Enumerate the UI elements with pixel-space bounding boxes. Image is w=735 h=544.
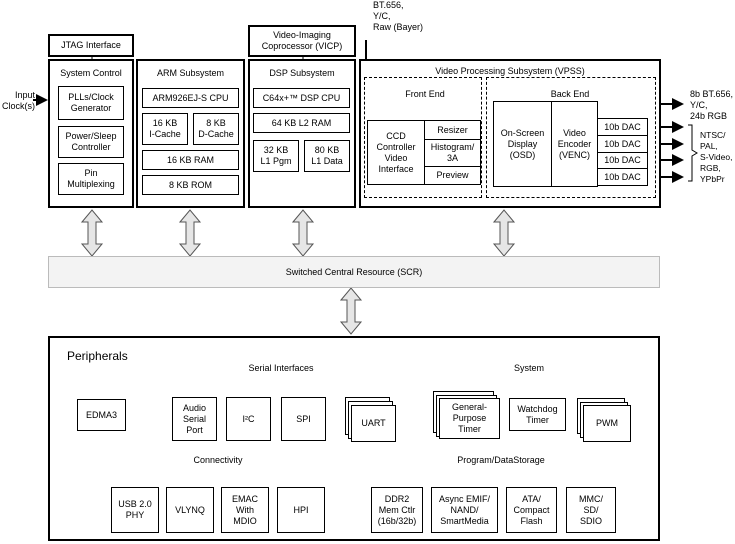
connectivity-label: Connectivity — [193, 455, 243, 465]
system-control-title: System Control — [60, 68, 122, 78]
hpi: HPI — [277, 487, 325, 533]
analog-output-brace — [688, 124, 698, 182]
usb-2-phy: USB 2.0 PHY — [111, 487, 159, 533]
dac-2: 10b DAC — [597, 135, 648, 153]
pin-multiplexing: Pin Multiplexing — [58, 163, 124, 195]
bus-arrow — [178, 209, 202, 257]
dsp-cpu: C64x+™ DSP CPU — [253, 88, 350, 108]
bus-arrow — [492, 209, 516, 257]
dsp-l1-data: 80 KB L1 Data — [304, 140, 350, 172]
arm-subsystem-title: ARM Subsystem — [156, 68, 225, 78]
video-encoder: Video Encoder (VENC) — [551, 101, 598, 187]
preview: Preview — [424, 166, 481, 185]
dac-3: 10b DAC — [597, 152, 648, 169]
dsp-l1-program: 32 KB L1 Pgm — [253, 140, 299, 172]
pll-clock-generator: PLLs/Clock Generator — [58, 86, 124, 120]
bus-arrows — [80, 209, 516, 335]
ccd-controller: CCD Controller Video Interface — [367, 120, 425, 185]
vpss-title: Video Processing Subsystem (VPSS) — [435, 66, 585, 76]
switched-central-resource: Switched Central Resource (SCR) — [48, 256, 660, 288]
histogram-3a: Histogram/ 3A — [424, 139, 481, 167]
vicp-box: Video-Imaging Coprocessor (VICP) — [248, 25, 356, 57]
spi: SPI — [281, 397, 326, 441]
vlynq: VLYNQ — [166, 487, 214, 533]
async-emif-nand: Async EMIF/ NAND/ SmartMedia — [431, 487, 498, 533]
dsp-l2-ram: 64 KB L2 RAM — [253, 113, 350, 133]
analog-output-label: NTSC/ PAL, S-Video, RGB, YPbPr — [700, 130, 733, 184]
on-screen-display: On-Screen Display (OSD) — [493, 101, 552, 187]
arm-cpu: ARM926EJ-S CPU — [142, 88, 239, 108]
audio-serial-port: Audio Serial Port — [172, 397, 217, 441]
vpss-front-end-region — [364, 77, 482, 198]
input-clock-label: Input Clock(s) — [2, 90, 35, 111]
dsp-subsystem-title: DSP Subsystem — [269, 68, 335, 78]
serial-interfaces-label: Serial Interfaces — [248, 363, 314, 373]
jtag-interface-box: JTAG Interface — [48, 34, 134, 57]
dac-4: 10b DAC — [597, 168, 648, 186]
watchdog-timer: Watchdog Timer — [509, 398, 566, 431]
bus-arrow — [80, 209, 104, 257]
ata-compact-flash: ATA/ Compact Flash — [506, 487, 557, 533]
system-label: System — [513, 363, 544, 373]
resizer: Resizer — [424, 120, 481, 140]
jtag-label: JTAG Interface — [61, 40, 121, 50]
peripherals-title: Peripherals — [67, 349, 128, 363]
bus-arrow — [291, 209, 315, 257]
ddr2-memory-controller: DDR2 Mem Ctlr (16b/32b) — [371, 487, 423, 533]
edma3: EDMA3 — [77, 399, 126, 431]
mmc-sd-sdio: MMC/ SD/ SDIO — [566, 487, 616, 533]
arm-dcache: 8 KB D-Cache — [193, 113, 239, 145]
video-input-label: BT.656, Y/C, Raw (Bayer) — [373, 0, 424, 32]
i2c: I²C — [226, 397, 271, 441]
uart: UART — [351, 405, 396, 442]
arm-icache: 16 KB I-Cache — [142, 113, 188, 145]
power-sleep-controller: Power/Sleep Controller — [58, 126, 124, 158]
vicp-label: Video-Imaging Coprocessor (VICP) — [261, 30, 343, 51]
bus-arrow — [339, 287, 363, 335]
arm-ram: 16 KB RAM — [142, 150, 239, 170]
digital-output-label: 8b BT.656, Y/C, 24b RGB — [690, 89, 734, 121]
vpss-back-end-region — [486, 77, 656, 198]
pwm: PWM — [583, 405, 631, 442]
emac-with-mdio: EMAC With MDIO — [221, 487, 269, 533]
general-purpose-timer: General- Purpose Timer — [439, 398, 500, 439]
dsp-subsystem-block: DSP Subsystem — [248, 59, 356, 208]
dac-1: 10b DAC — [597, 118, 648, 136]
arm-rom: 8 KB ROM — [142, 175, 239, 195]
back-end-label: Back End — [550, 89, 590, 99]
program-data-storage-label: Program/DataStorage — [457, 455, 545, 465]
front-end-label: Front End — [405, 89, 445, 99]
